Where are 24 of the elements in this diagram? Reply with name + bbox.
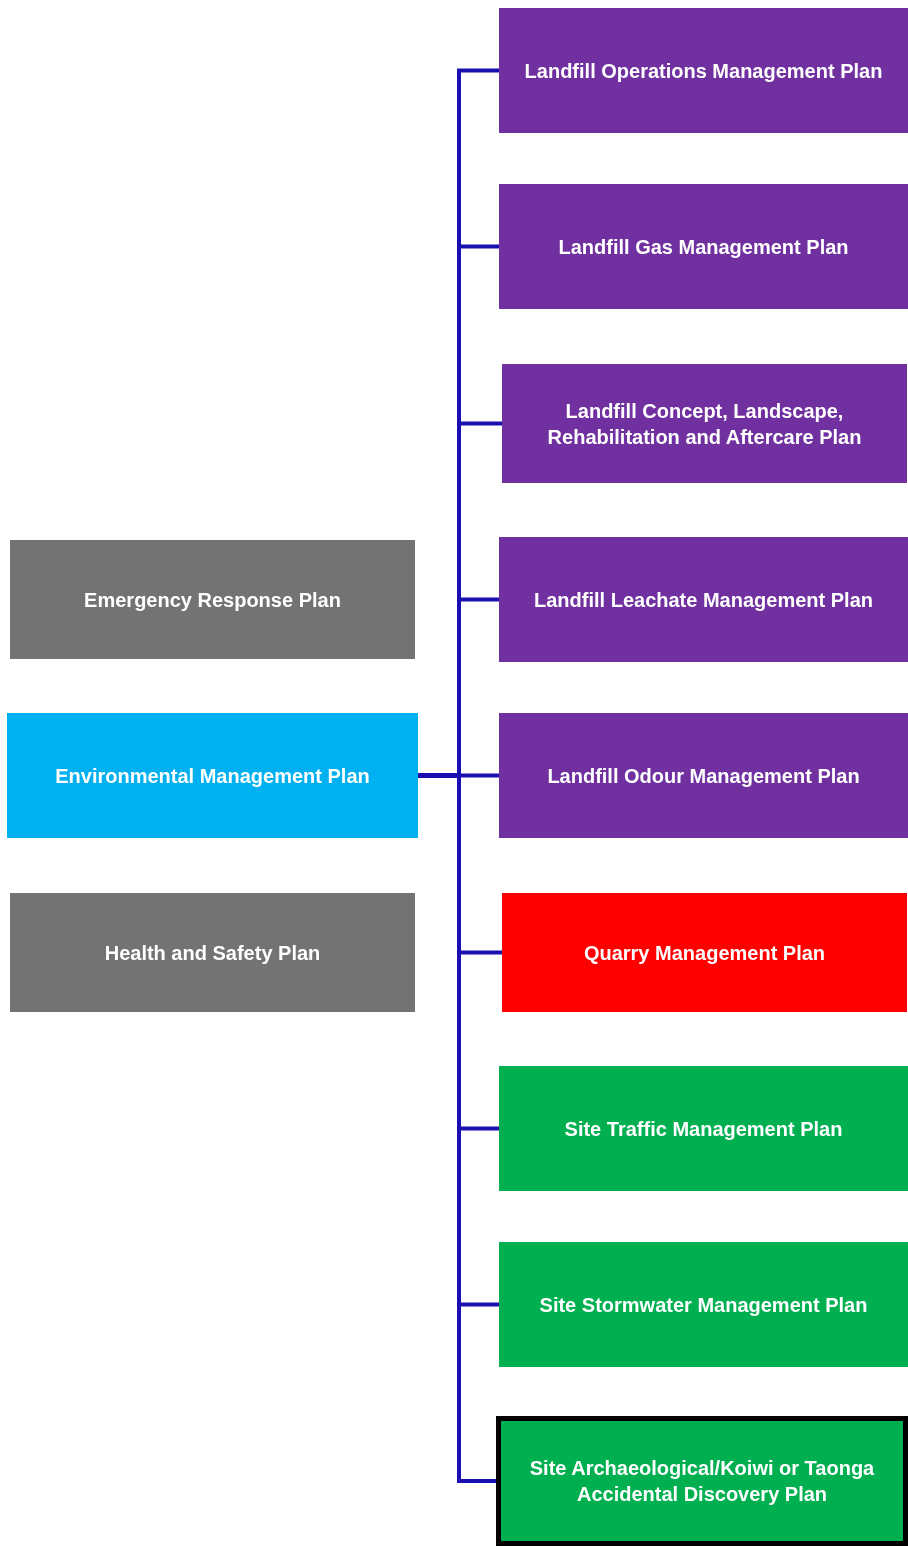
plan-title: Landfill Odour Management Plan: [547, 763, 860, 789]
plan-box: [502, 364, 907, 483]
plan-title: Landfill Concept, Landscape, Rehabilitation and Aftercare Plan: [546, 398, 863, 450]
plan-box: [499, 8, 908, 133]
plan-box: [499, 713, 908, 838]
plan-box: [499, 1242, 908, 1367]
plan-box: [499, 1066, 908, 1191]
plan-title: Emergency Response Plan: [84, 587, 341, 613]
plan-title: Site Stormwater Management Plan: [539, 1292, 868, 1318]
plan-title: Quarry Management Plan: [583, 940, 826, 966]
plan-title: Site Traffic Management Plan: [564, 1116, 843, 1142]
plan-title: Landfill Operations Management Plan: [524, 58, 883, 84]
plan-box: [502, 893, 907, 1012]
plan-box: [10, 893, 415, 1012]
plan-box: [10, 540, 415, 659]
plan-title: Landfill Leachate Management Plan: [534, 587, 873, 613]
plan-box: [499, 537, 908, 662]
plan-title: Health and Safety Plan: [104, 940, 321, 966]
plan-box: [499, 184, 908, 309]
plan-title: Environmental Management Plan: [55, 763, 370, 789]
plan-box: [496, 1416, 908, 1546]
plan-title: Landfill Gas Management Plan: [558, 234, 849, 260]
plan-box: [7, 713, 418, 838]
plan-title: Site Archaeological/Koiwi or Taonga Accidental Discovery Plan: [528, 1456, 876, 1507]
